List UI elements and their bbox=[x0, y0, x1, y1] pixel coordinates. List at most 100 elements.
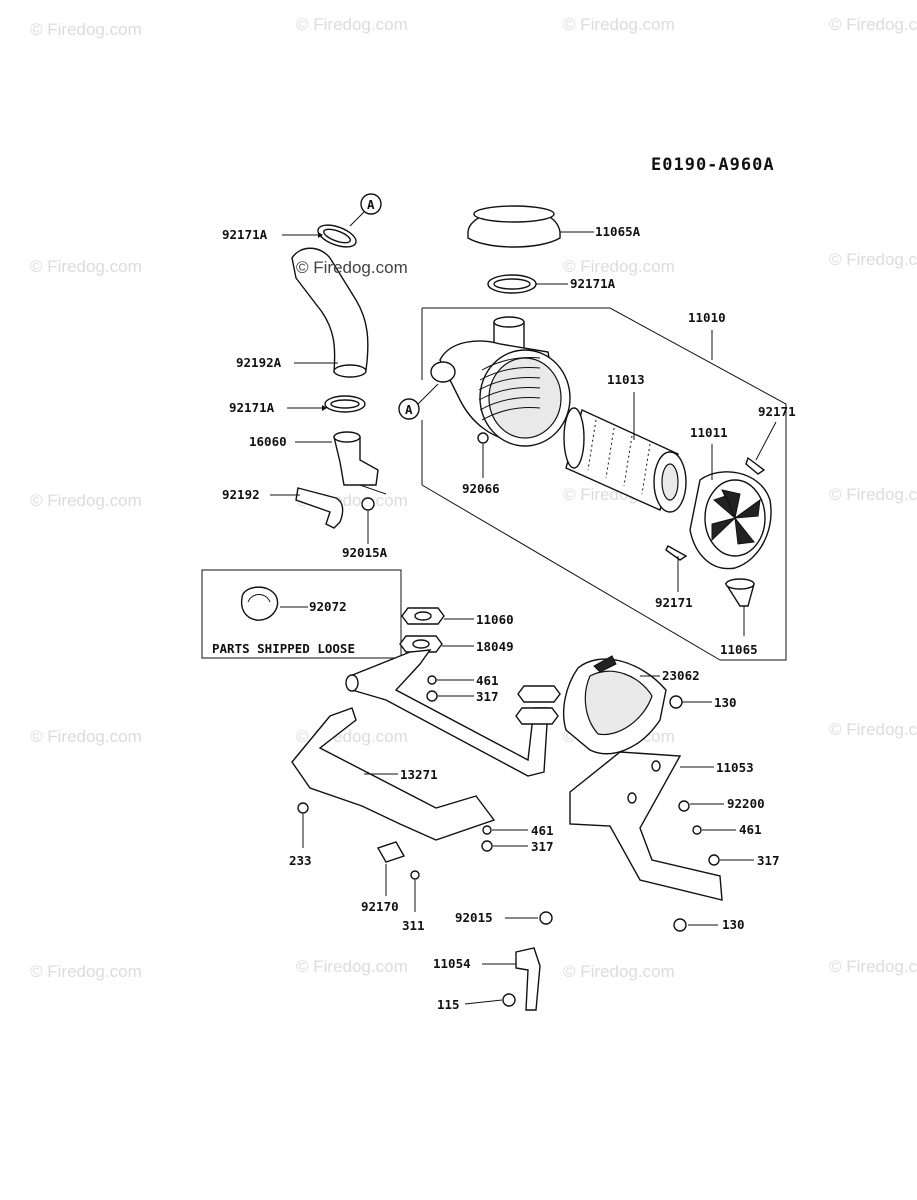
exhaust-group bbox=[291, 607, 723, 1011]
parts-box-caption: PARTS SHIPPED LOOSE bbox=[212, 641, 355, 656]
heat-shield-inner bbox=[584, 670, 653, 736]
watermark-layer: © Firedog.com © Firedog.com © Firedog.co… bbox=[30, 15, 917, 981]
filter-mesh bbox=[587, 419, 651, 495]
breather-tube-92192 bbox=[295, 487, 344, 529]
watermark: © Firedog.com bbox=[563, 257, 675, 276]
bolt-115 bbox=[502, 993, 516, 1007]
label-461: 461 bbox=[739, 822, 762, 837]
housing-ribs bbox=[478, 357, 541, 421]
label-92171: 92171 bbox=[758, 404, 796, 419]
watermark: © Firedog.com bbox=[829, 15, 917, 34]
label-317: 317 bbox=[531, 839, 554, 854]
label-11065A: 11065A bbox=[595, 224, 641, 239]
spring-clip bbox=[593, 655, 617, 673]
callout-a-label: A bbox=[405, 402, 413, 417]
clamp-92072 bbox=[240, 586, 279, 621]
nut-461 bbox=[427, 675, 437, 685]
intake-hose-end bbox=[333, 364, 367, 378]
label-11065: 11065 bbox=[720, 642, 758, 657]
label-11060: 11060 bbox=[476, 612, 514, 627]
filter-element-bore bbox=[661, 463, 679, 501]
watermark: © Firedog.com bbox=[563, 962, 675, 981]
bracket-hole bbox=[627, 792, 637, 804]
air-cleaner-outlet-top bbox=[493, 316, 525, 328]
dust-valve-top bbox=[725, 578, 755, 590]
label-92200: 92200 bbox=[727, 796, 765, 811]
watermark: © Firedog.com bbox=[829, 485, 917, 504]
watermark: © Firedog.com bbox=[30, 727, 142, 746]
label-92171A: 92171A bbox=[222, 227, 268, 242]
label-92066: 92066 bbox=[462, 481, 500, 496]
flange-upper bbox=[517, 685, 561, 703]
callout-a-label: A bbox=[367, 197, 375, 212]
intake-pipe-16060 bbox=[333, 436, 379, 486]
label-92015: 92015 bbox=[455, 910, 493, 925]
leader-arrow bbox=[322, 405, 327, 411]
assembly-bracket bbox=[422, 307, 787, 661]
label-16060: 16060 bbox=[249, 434, 287, 449]
label-130: 130 bbox=[714, 695, 737, 710]
leader-line bbox=[417, 383, 439, 405]
label-11054: 11054 bbox=[433, 956, 471, 971]
left-labels: 92171A 92192A 92171A 16060 92192 92015A bbox=[222, 227, 388, 560]
leader-line bbox=[755, 421, 777, 461]
clip-92171-bottom bbox=[665, 545, 688, 561]
watermark: © Firedog.com bbox=[829, 957, 917, 976]
air-cleaner-labels: 11065A 92171A 11010 11013 92171 11011 92… bbox=[462, 224, 796, 657]
filter-element-end bbox=[563, 407, 585, 469]
exhaust-labels: 11060 18049 461 317 23062 130 13271 1105… bbox=[289, 612, 780, 1012]
watermark: © Firedog.com bbox=[30, 962, 142, 981]
air-cleaner-cap-top bbox=[473, 205, 555, 223]
hose-clamp-92171A-inner bbox=[493, 278, 531, 290]
gasket-11060-hole bbox=[414, 611, 432, 621]
label-317: 317 bbox=[757, 853, 780, 868]
watermark: © Firedog.com bbox=[30, 20, 142, 39]
watermark-inline: © Firedog.com bbox=[296, 258, 408, 277]
label-92072: 92072 bbox=[309, 599, 347, 614]
clamp-92170 bbox=[376, 841, 406, 863]
label-233: 233 bbox=[289, 853, 312, 868]
watermark: © Firedog.com bbox=[296, 957, 408, 976]
label-13271: 13271 bbox=[400, 767, 438, 782]
bolt-130 bbox=[669, 695, 683, 709]
label-92171A: 92171A bbox=[570, 276, 616, 291]
leader-arrow bbox=[318, 232, 323, 238]
parts-shipped-loose-box: 92072 PARTS SHIPPED LOOSE bbox=[201, 569, 402, 659]
label-92171: 92171 bbox=[655, 595, 693, 610]
callout-a-circle bbox=[360, 193, 382, 215]
nut-317 bbox=[426, 690, 438, 702]
label-461: 461 bbox=[476, 673, 499, 688]
nut-461 bbox=[692, 825, 702, 835]
leader-line bbox=[359, 484, 387, 495]
label-311: 311 bbox=[402, 918, 425, 933]
label-130: 130 bbox=[722, 917, 745, 932]
flange-lower bbox=[515, 707, 559, 725]
hose-clamp-top-inner bbox=[323, 228, 351, 244]
bracket-11053 bbox=[569, 751, 723, 901]
label-11053: 11053 bbox=[716, 760, 754, 775]
exhaust-pipe-end bbox=[345, 674, 359, 692]
bolt-233 bbox=[297, 802, 309, 814]
intake-pipe-top bbox=[333, 431, 361, 443]
watermark: © Firedog.com bbox=[296, 15, 408, 34]
valve-92066 bbox=[477, 432, 489, 444]
nut-92015 bbox=[539, 911, 553, 925]
intake-hose-group: A © Firedog.com bbox=[291, 193, 408, 529]
air-cleaner-inlet bbox=[430, 361, 456, 383]
label-18049: 18049 bbox=[476, 639, 514, 654]
leader-line bbox=[464, 999, 503, 1005]
nut-317 bbox=[481, 840, 493, 852]
bolt-130 bbox=[673, 918, 687, 932]
watermark: © Firedog.com bbox=[829, 720, 917, 739]
washer-92200 bbox=[678, 800, 690, 812]
nut-92015A bbox=[361, 497, 375, 511]
label-11011: 11011 bbox=[690, 425, 728, 440]
bracket-11054 bbox=[515, 947, 541, 1011]
label-23062: 23062 bbox=[662, 668, 700, 683]
hose-clamp-mid-inner bbox=[330, 399, 360, 409]
label-92192A: 92192A bbox=[236, 355, 282, 370]
label-115: 115 bbox=[437, 997, 460, 1012]
label-317: 317 bbox=[476, 689, 499, 704]
callout-a-circle bbox=[398, 398, 420, 420]
